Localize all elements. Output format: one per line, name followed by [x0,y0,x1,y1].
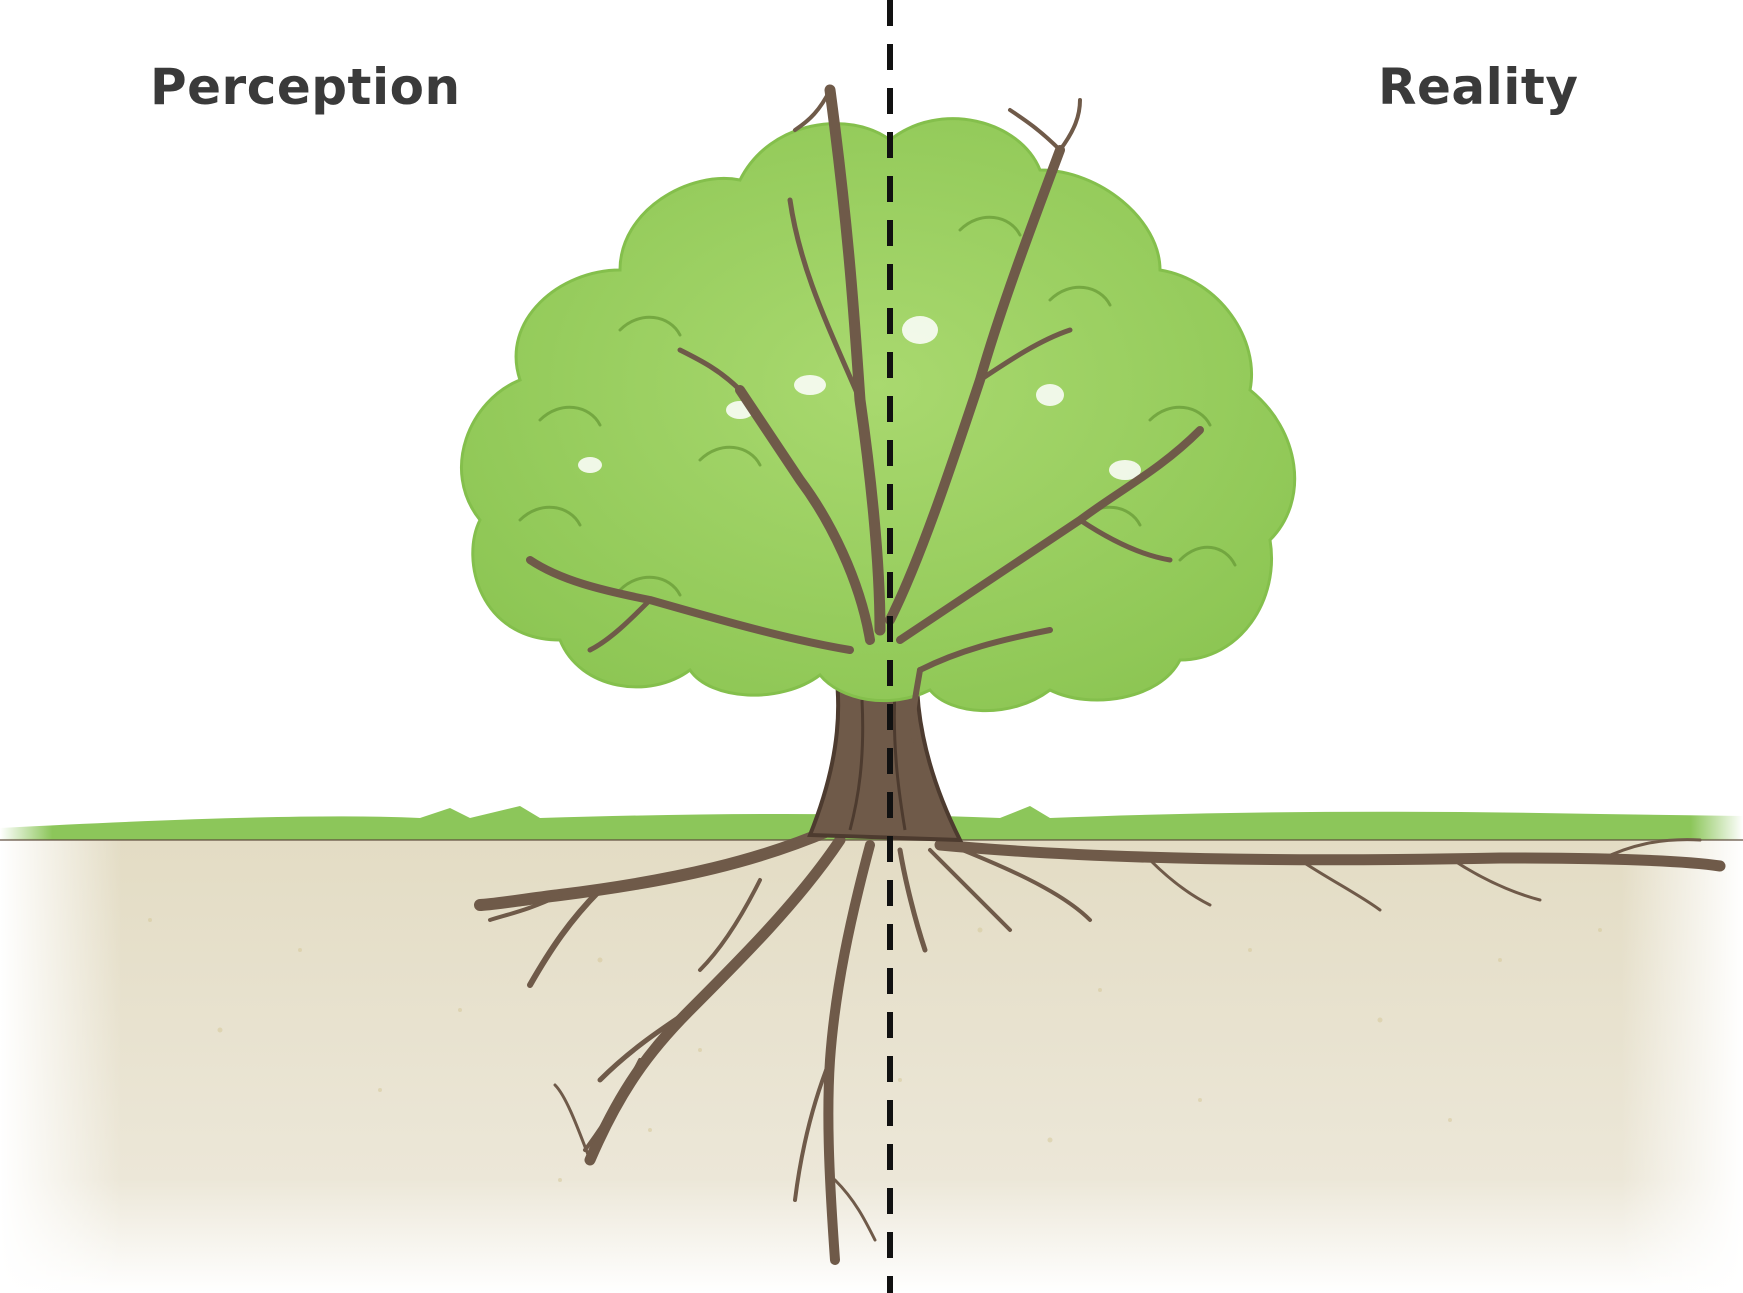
reality-label: Reality [1378,58,1579,116]
tree-crown [460,117,1297,713]
roots [474,824,1726,1265]
perception-label: Perception [150,58,461,116]
branches [526,84,1204,743]
soil [0,838,1743,1293]
